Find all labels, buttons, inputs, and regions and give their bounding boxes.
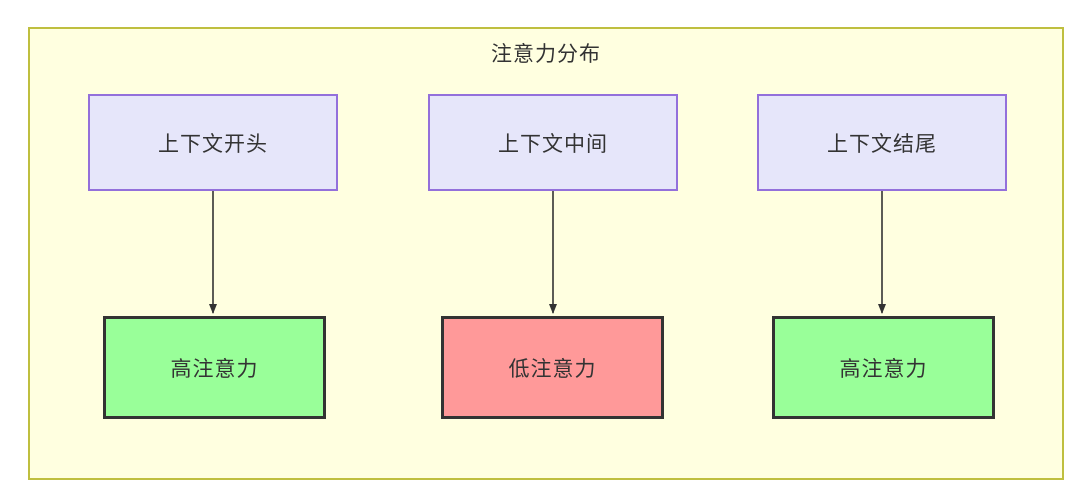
node-context-end[interactable]: 上下文结尾	[757, 94, 1007, 191]
node-attention-high-start-label: 高注意力	[170, 357, 259, 381]
node-attention-low-middle[interactable]: 低注意力	[441, 316, 664, 419]
node-context-start-label: 上下文开头	[158, 132, 268, 156]
node-context-end-label: 上下文结尾	[827, 132, 937, 156]
node-attention-low-middle-label: 低注意力	[508, 357, 597, 381]
node-context-start[interactable]: 上下文开头	[88, 94, 338, 191]
node-context-middle[interactable]: 上下文中间	[428, 94, 678, 191]
node-attention-high-end-label: 高注意力	[839, 357, 928, 381]
node-attention-high-start[interactable]: 高注意力	[103, 316, 326, 419]
node-attention-high-end[interactable]: 高注意力	[772, 316, 995, 419]
node-context-middle-label: 上下文中间	[498, 132, 608, 156]
diagram-title: 注意力分布	[491, 43, 601, 66]
